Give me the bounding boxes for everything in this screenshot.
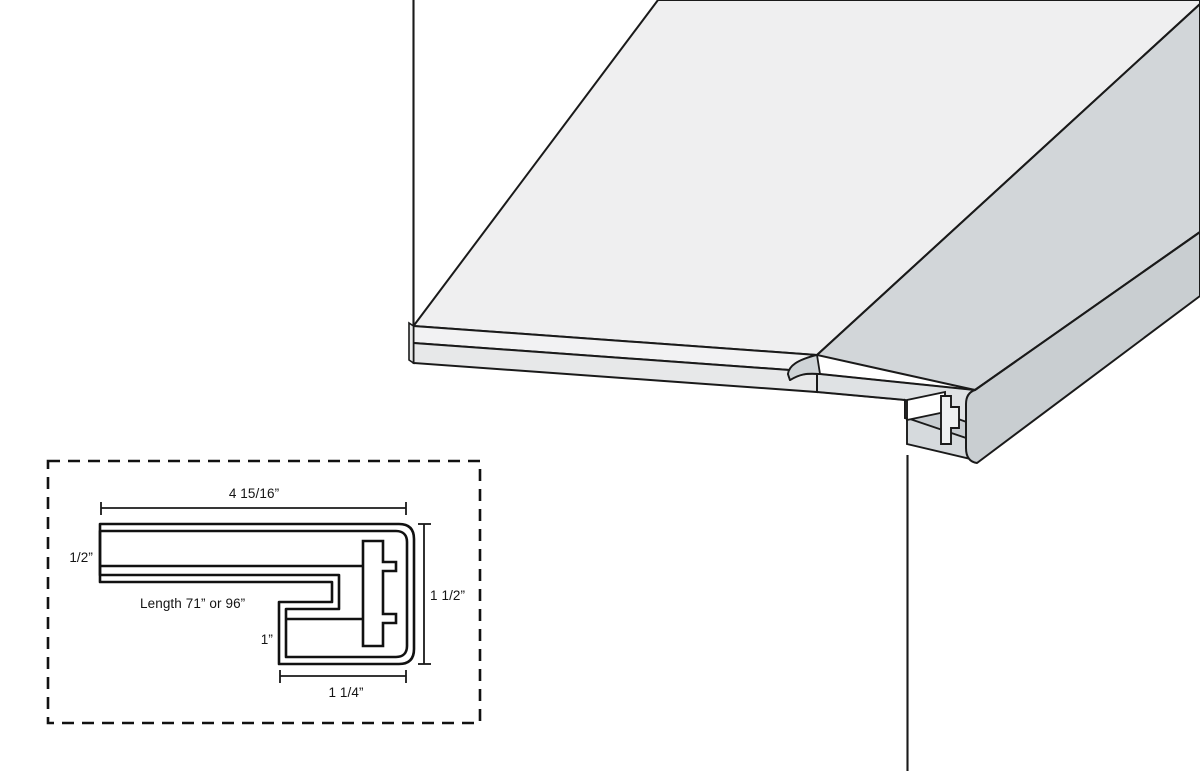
dimension-height-group: 1 1/2”	[418, 523, 465, 665]
bullnose-outer-edge-line	[974, 231, 1200, 391]
profile-inner-outline	[98, 529, 409, 659]
slab-left-endcap	[408, 321, 415, 365]
dimension-thickness-label: 1/2”	[69, 550, 93, 565]
dimension-nose-depth-label: 1 1/4”	[328, 685, 363, 700]
end-cap-tongue-detail	[940, 395, 960, 445]
right-end-cap-face	[965, 231, 1200, 464]
dimension-width-label: 4 15/16”	[229, 486, 279, 501]
bullnose-crease-line	[816, 3, 1200, 356]
nose-contour-line-1	[819, 373, 976, 391]
bullnose-band-face	[814, 0, 1200, 392]
dimension-width-group: 4 15/16”	[100, 486, 407, 515]
dimension-nose-depth-group: 1 1/4”	[279, 670, 407, 700]
dimension-return-label: 1”	[261, 632, 273, 647]
dimension-height-label: 1 1/2”	[430, 588, 465, 603]
profile-outer-outline	[98, 522, 416, 666]
nose-contour-line-2	[816, 391, 906, 401]
cross-section-dashed-border	[46, 459, 482, 725]
dimension-length-label: Length 71” or 96”	[140, 596, 245, 611]
profile-tongue-detail	[361, 539, 398, 648]
